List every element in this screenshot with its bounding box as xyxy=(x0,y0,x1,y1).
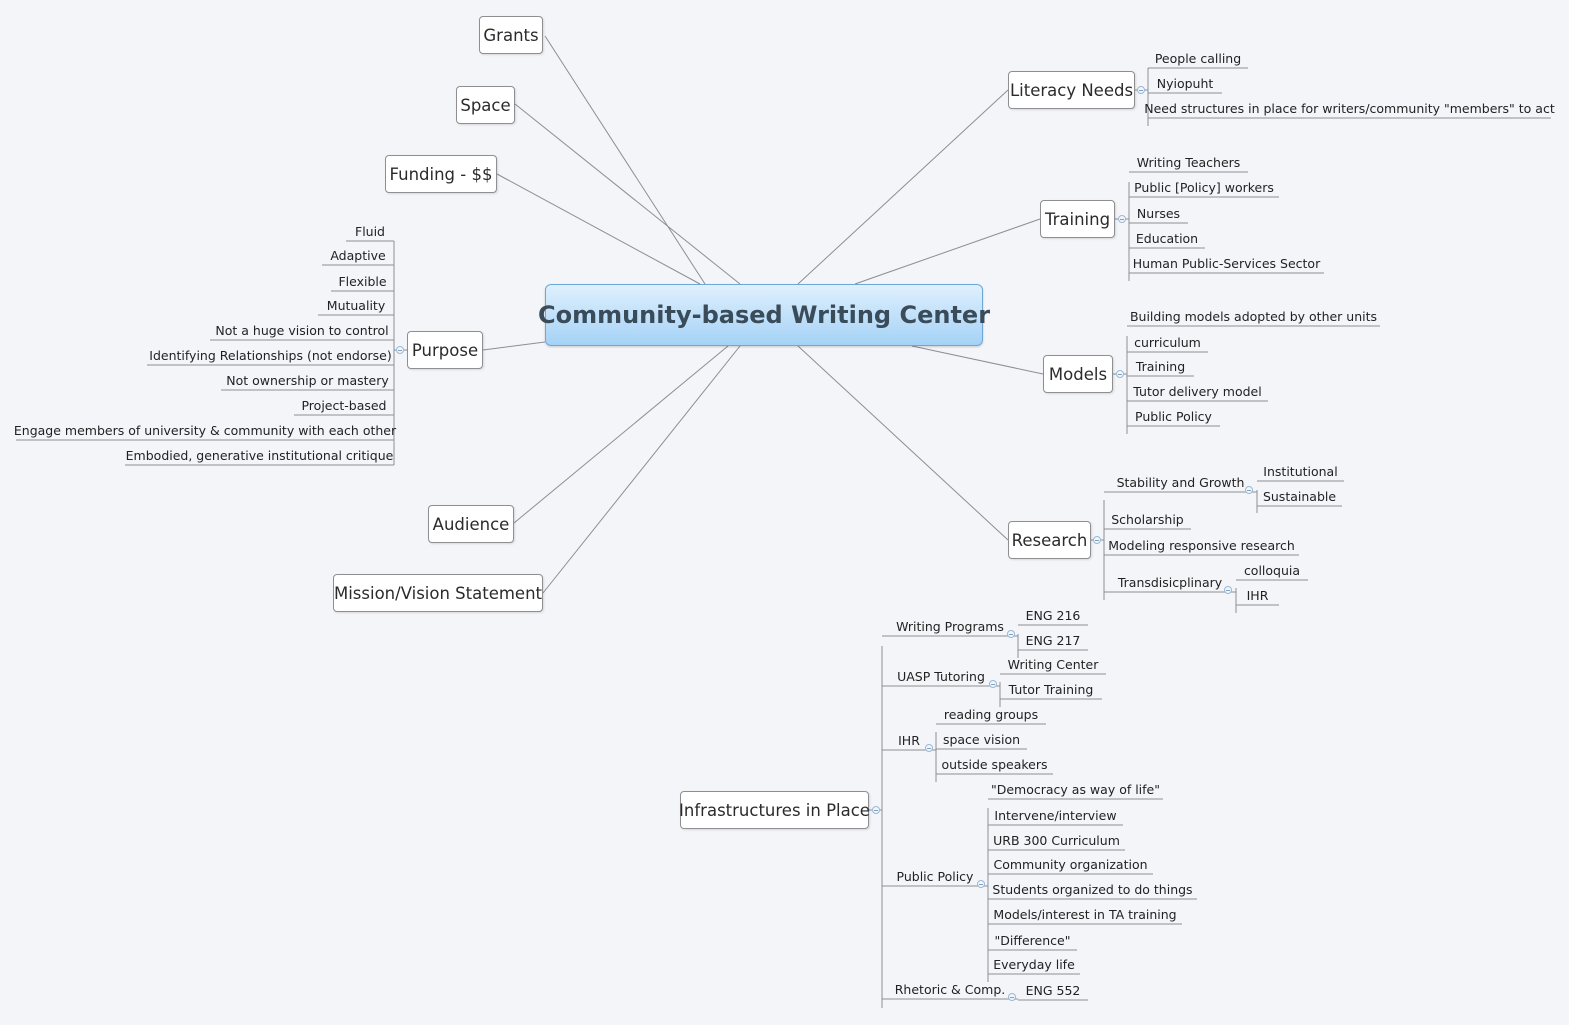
training-item-1[interactable]: Public [Policy] workers xyxy=(1134,179,1274,195)
link-audience xyxy=(513,345,729,524)
models-collapse-toggle[interactable] xyxy=(1116,370,1124,378)
link-research xyxy=(797,345,1009,541)
research-stability-item-0[interactable]: Institutional xyxy=(1263,463,1338,479)
topic-literacy[interactable]: Literacy Needs xyxy=(1008,71,1135,109)
infra-rhetoric[interactable]: Rhetoric & Comp. xyxy=(894,981,1006,997)
research-transdisciplinary-item-1[interactable]: IHR xyxy=(1246,587,1269,603)
research-stability-item-1[interactable]: Sustainable xyxy=(1262,488,1337,504)
models-item-0[interactable]: Building models adopted by other units xyxy=(1129,308,1378,324)
research-modeling[interactable]: Modeling responsive research xyxy=(1108,537,1295,553)
infra-public-policy-item-2[interactable]: URB 300 Curriculum xyxy=(993,832,1120,848)
research-stability[interactable]: Stability and Growth xyxy=(1116,474,1245,490)
infra-ihr-item-1[interactable]: space vision xyxy=(942,731,1021,747)
infra-public-policy-item-6[interactable]: "Difference" xyxy=(994,932,1071,948)
ihr-collapse-toggle[interactable] xyxy=(925,744,933,752)
models-item-3[interactable]: Tutor delivery model xyxy=(1133,383,1262,399)
topic-grants[interactable]: Grants xyxy=(479,16,543,54)
link-funding xyxy=(496,173,701,285)
topic-training[interactable]: Training xyxy=(1040,200,1115,238)
infra-public-policy-item-7[interactable]: Everyday life xyxy=(993,956,1075,972)
link-purpose xyxy=(482,341,546,351)
topic-models[interactable]: Models xyxy=(1043,355,1113,393)
infra-uasp[interactable]: UASP Tutoring xyxy=(897,668,985,684)
rhetoric-collapse-toggle[interactable] xyxy=(1008,993,1016,1001)
models-item-4[interactable]: Public Policy xyxy=(1135,408,1212,424)
topic-mission[interactable]: Mission/Vision Statement xyxy=(333,574,543,612)
link-literacy xyxy=(797,89,1009,285)
purpose-item-4[interactable]: Not a huge vision to control xyxy=(215,322,389,338)
infra-public-policy-item-5[interactable]: Models/interest in TA training xyxy=(993,906,1177,922)
infra-public-policy-item-0[interactable]: "Democracy as way of life" xyxy=(990,781,1160,797)
research-transdisciplinary-item-0[interactable]: colloquia xyxy=(1243,562,1301,578)
purpose-item-0[interactable]: Fluid xyxy=(355,223,385,239)
topic-infrastructures[interactable]: Infrastructures in Place xyxy=(679,791,870,829)
link-training xyxy=(854,218,1041,285)
infra-rhetoric-item-0[interactable]: ENG 552 xyxy=(1025,982,1081,998)
transdisciplinary-collapse-toggle[interactable] xyxy=(1224,586,1232,594)
topic-audience[interactable]: Audience xyxy=(428,505,514,543)
topic-research[interactable]: Research xyxy=(1008,521,1091,559)
infra-public-policy-item-1[interactable]: Intervene/interview xyxy=(994,807,1117,823)
infra-ihr-item-2[interactable]: outside speakers xyxy=(941,756,1048,772)
purpose-item-3[interactable]: Mutuality xyxy=(326,297,386,313)
infra-uasp-item-0[interactable]: Writing Center xyxy=(1007,656,1099,672)
literacy-item-2[interactable]: Need structures in place for writers/com… xyxy=(1144,100,1555,116)
uasp-collapse-toggle[interactable] xyxy=(989,680,997,688)
literacy-item-0[interactable]: People calling xyxy=(1154,50,1242,66)
infra-uasp-item-1[interactable]: Tutor Training xyxy=(1008,681,1094,697)
training-item-3[interactable]: Education xyxy=(1135,230,1199,246)
topic-space[interactable]: Space xyxy=(456,86,515,124)
topic-purpose[interactable]: Purpose xyxy=(407,331,483,369)
infra-public-policy[interactable]: Public Policy xyxy=(896,868,974,884)
literacy-collapse-toggle[interactable] xyxy=(1137,86,1145,94)
infra-writing-programs-item-1[interactable]: ENG 217 xyxy=(1025,632,1081,648)
infra-writing-programs[interactable]: Writing Programs xyxy=(896,618,1004,634)
purpose-item-7[interactable]: Project-based xyxy=(301,397,387,413)
literacy-item-1[interactable]: Nyiopuht xyxy=(1156,75,1214,91)
stability-collapse-toggle[interactable] xyxy=(1245,486,1253,494)
infra-ihr[interactable]: IHR xyxy=(898,732,920,748)
purpose-item-2[interactable]: Flexible xyxy=(338,273,387,289)
training-item-2[interactable]: Nurses xyxy=(1136,205,1181,221)
link-mission xyxy=(542,345,741,594)
training-item-4[interactable]: Human Public-Services Sector xyxy=(1132,255,1321,271)
purpose-item-8[interactable]: Engage members of university & community… xyxy=(13,422,397,438)
link-models xyxy=(911,345,1044,375)
public-policy-collapse-toggle[interactable] xyxy=(977,880,985,888)
research-collapse-toggle[interactable] xyxy=(1093,536,1101,544)
link-grants xyxy=(544,35,706,285)
models-item-2[interactable]: Training xyxy=(1135,358,1186,374)
infra-writing-programs-item-0[interactable]: ENG 216 xyxy=(1025,607,1081,623)
topic-funding[interactable]: Funding - $$ xyxy=(385,155,497,193)
infra-public-policy-item-3[interactable]: Community organization xyxy=(993,856,1148,872)
research-scholarship[interactable]: Scholarship xyxy=(1111,511,1184,527)
link-space xyxy=(514,103,741,285)
purpose-item-5[interactable]: Identifying Relationships (not endorse) xyxy=(149,347,392,363)
training-item-0[interactable]: Writing Teachers xyxy=(1136,154,1241,170)
infrastructures-collapse-toggle[interactable] xyxy=(872,806,880,814)
models-item-1[interactable]: curriculum xyxy=(1134,334,1201,350)
infra-ihr-item-0[interactable]: reading groups xyxy=(943,706,1039,722)
infra-public-policy-item-4[interactable]: Students organized to do things xyxy=(992,881,1193,897)
research-transdisciplinary[interactable]: Transdisicplinary xyxy=(1117,574,1223,590)
purpose-collapse-toggle[interactable] xyxy=(396,346,404,354)
writing-programs-collapse-toggle[interactable] xyxy=(1007,630,1015,638)
purpose-item-1[interactable]: Adaptive xyxy=(330,247,386,263)
central-topic[interactable]: Community-based Writing Center xyxy=(538,284,990,346)
purpose-item-6[interactable]: Not ownership or mastery xyxy=(226,372,389,388)
purpose-item-9[interactable]: Embodied, generative institutional criti… xyxy=(125,447,394,463)
training-collapse-toggle[interactable] xyxy=(1118,215,1126,223)
